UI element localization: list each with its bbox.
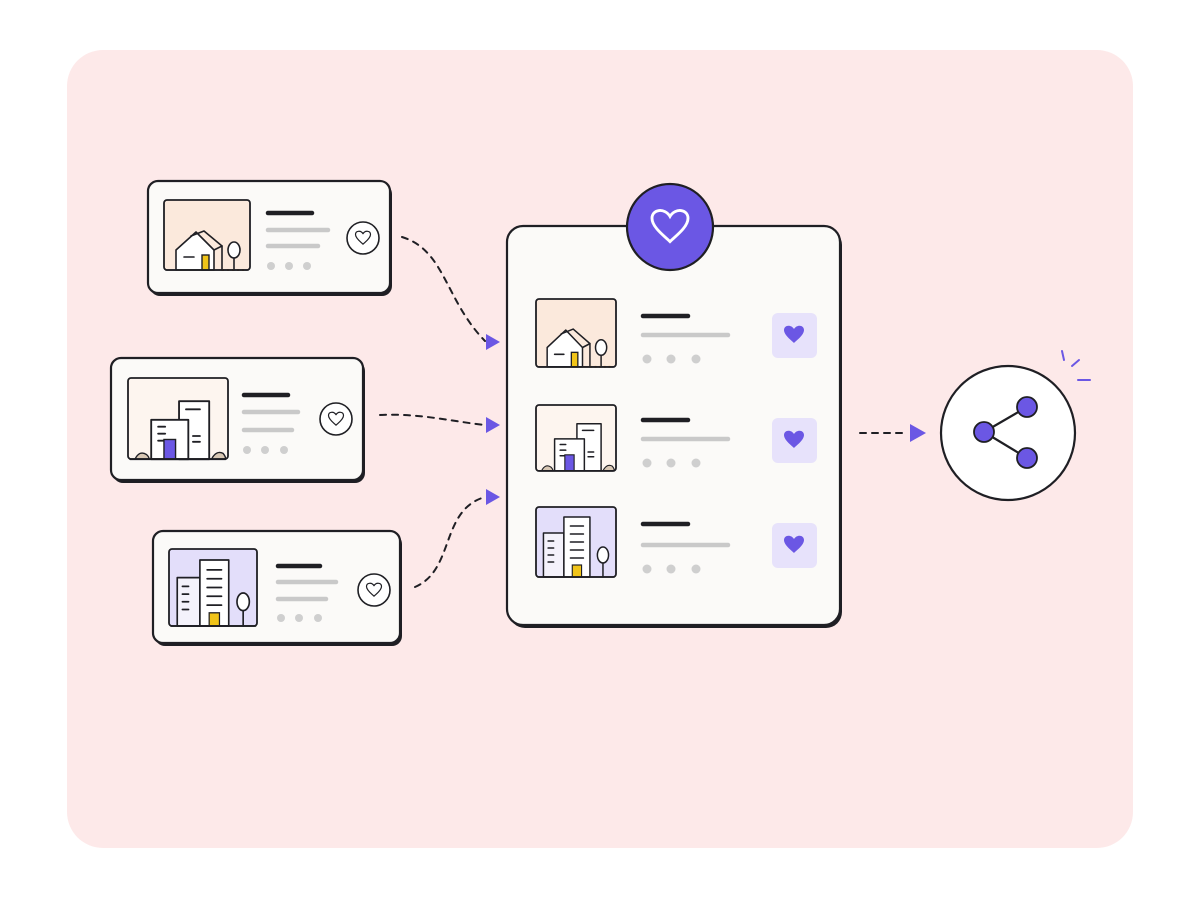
arrow-right-icon [486, 489, 500, 505]
office-thumbnail [535, 404, 617, 472]
arrow-right-icon [486, 417, 500, 433]
tower-thumbnail [535, 506, 617, 578]
favorite-toggle[interactable] [772, 523, 817, 568]
favorite-button[interactable] [319, 402, 353, 436]
favorites-board [505, 182, 842, 628]
favorite-item-tower[interactable] [535, 506, 817, 578]
favorite-item-house[interactable] [535, 298, 817, 368]
source-card-office[interactable] [109, 356, 365, 483]
favorite-toggle[interactable] [772, 313, 817, 358]
sparkle-accent [1061, 350, 1091, 381]
arrow-right-icon [486, 334, 500, 350]
rating-dots [642, 458, 701, 468]
favorite-toggle[interactable] [772, 418, 817, 463]
connector-house-to-board [401, 236, 500, 350]
favorite-button[interactable] [357, 573, 391, 607]
favorite-button[interactable] [346, 221, 380, 255]
house-thumbnail [163, 199, 251, 271]
rating-dots [277, 614, 322, 622]
share-icon [973, 396, 1038, 469]
share-button[interactable] [939, 350, 1091, 502]
tower-thumbnail [168, 548, 259, 627]
office-thumbnail [127, 377, 229, 461]
rating-dots [243, 446, 288, 454]
source-card-tower[interactable] [151, 529, 402, 646]
house-thumbnail [535, 298, 617, 368]
rating-dots [642, 354, 701, 364]
connector-office-to-board [379, 413, 500, 433]
connector-board-to-share [859, 424, 926, 442]
connector-tower-to-board [414, 489, 500, 588]
favorites-badge [625, 182, 715, 272]
favorite-item-office[interactable] [535, 404, 817, 472]
rating-dots [642, 564, 701, 574]
arrow-right-icon [910, 424, 926, 442]
source-card-house[interactable] [146, 179, 392, 296]
rating-dots [267, 262, 311, 270]
